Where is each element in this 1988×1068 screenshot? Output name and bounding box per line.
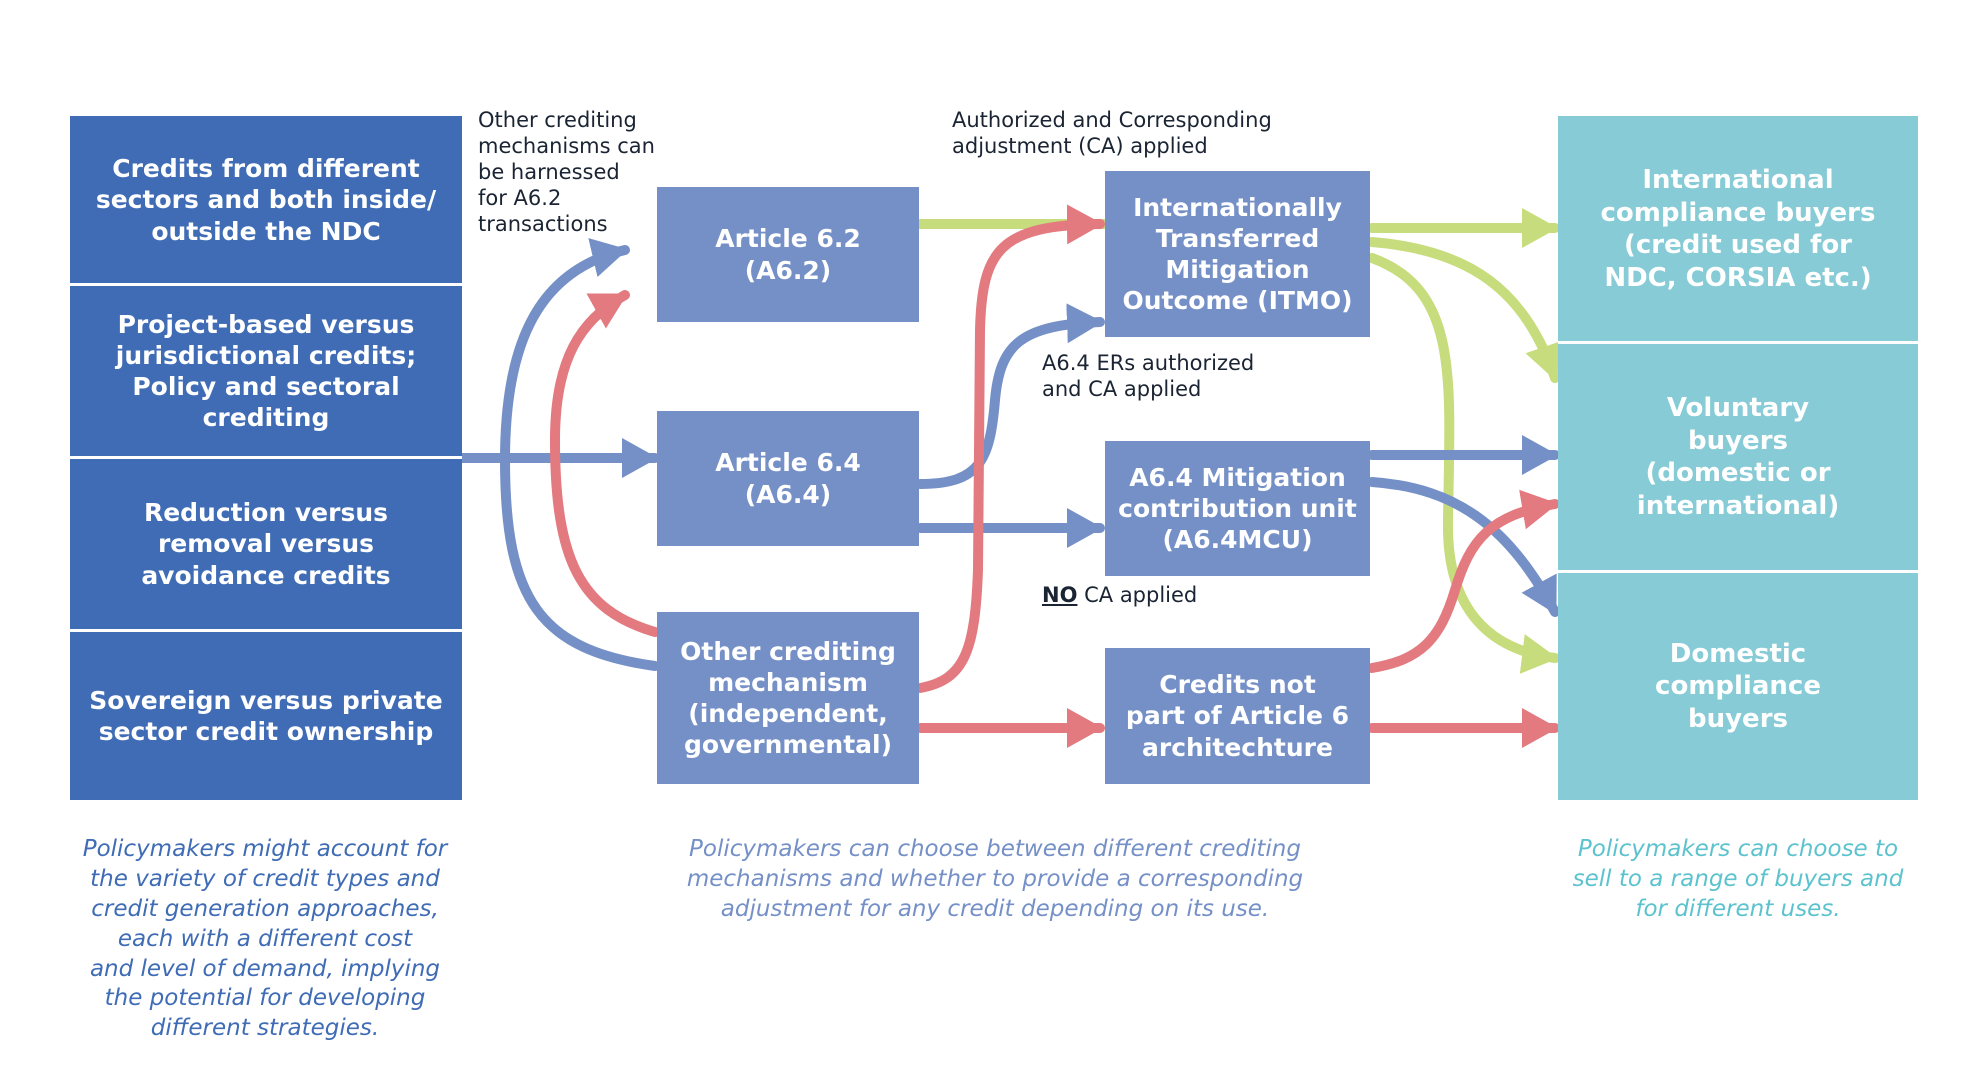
arrow-non-a6-to-voluntary	[1367, 489, 1560, 673]
arrow-mcu-to-domestic	[1367, 477, 1560, 617]
mechanism-box-a64: Article 6.4 (A6.4)	[657, 411, 919, 546]
credit-type-box-ownership: Sovereign versus private sector credit o…	[70, 632, 462, 800]
no-ca-suffix: CA applied	[1077, 583, 1198, 607]
credit-type-box-reduction: Reduction versus removal versus avoidanc…	[70, 459, 462, 629]
caption-middle: Policymakers can choose between differen…	[686, 836, 1304, 922]
outcome-box-a64mcu: A6.4 Mitigation contribution unit (A6.4M…	[1105, 441, 1370, 576]
note-no-ca: NO CA applied	[1042, 582, 1197, 608]
outcome-box-non-article6: Credits not part of Article 6 architecht…	[1105, 648, 1370, 784]
divider	[70, 283, 462, 286]
arrow-other-to-itmo	[915, 204, 1105, 693]
arrow-itmo-to-voluntary	[1367, 237, 1564, 383]
divider	[1558, 570, 1918, 573]
arrow-other-red-to-a62	[549, 290, 660, 637]
arrow-other-to-a62	[499, 238, 660, 671]
caption-right: Policymakers can choose to sell to a ran…	[1572, 836, 1904, 922]
divider	[70, 456, 462, 459]
outcome-box-itmo: Internationally Transferred Mitigation O…	[1105, 171, 1370, 337]
note-a64-authorized: A6.4 ERs authorized and CA applied	[1042, 351, 1255, 402]
mechanism-box-a62: Article 6.2 (A6.2)	[657, 187, 919, 322]
divider	[70, 629, 462, 632]
credit-type-box-project-based: Project-based versus jurisdictional cred…	[70, 286, 462, 456]
arrow-a64-to-itmo	[915, 303, 1105, 489]
divider	[1558, 341, 1918, 344]
note-authorized-ca: Authorized and Corresponding adjustment …	[952, 108, 1272, 159]
buyer-box-domestic: Domestic compliance buyers	[1558, 573, 1918, 800]
caption-left: Policymakers might account for the varie…	[82, 836, 448, 1042]
mechanism-box-other: Other crediting mechanism (independent, …	[657, 612, 919, 784]
no-label: NO	[1042, 583, 1078, 607]
buyer-box-voluntary: Voluntary buyers (domestic or internatio…	[1558, 344, 1918, 570]
credit-type-box-sectors: Credits from different sectors and both …	[70, 116, 462, 284]
note-other-mechanisms: Other crediting mechanisms can be harnes…	[478, 108, 655, 237]
buyer-box-international: International compliance buyers (credit …	[1558, 116, 1918, 342]
